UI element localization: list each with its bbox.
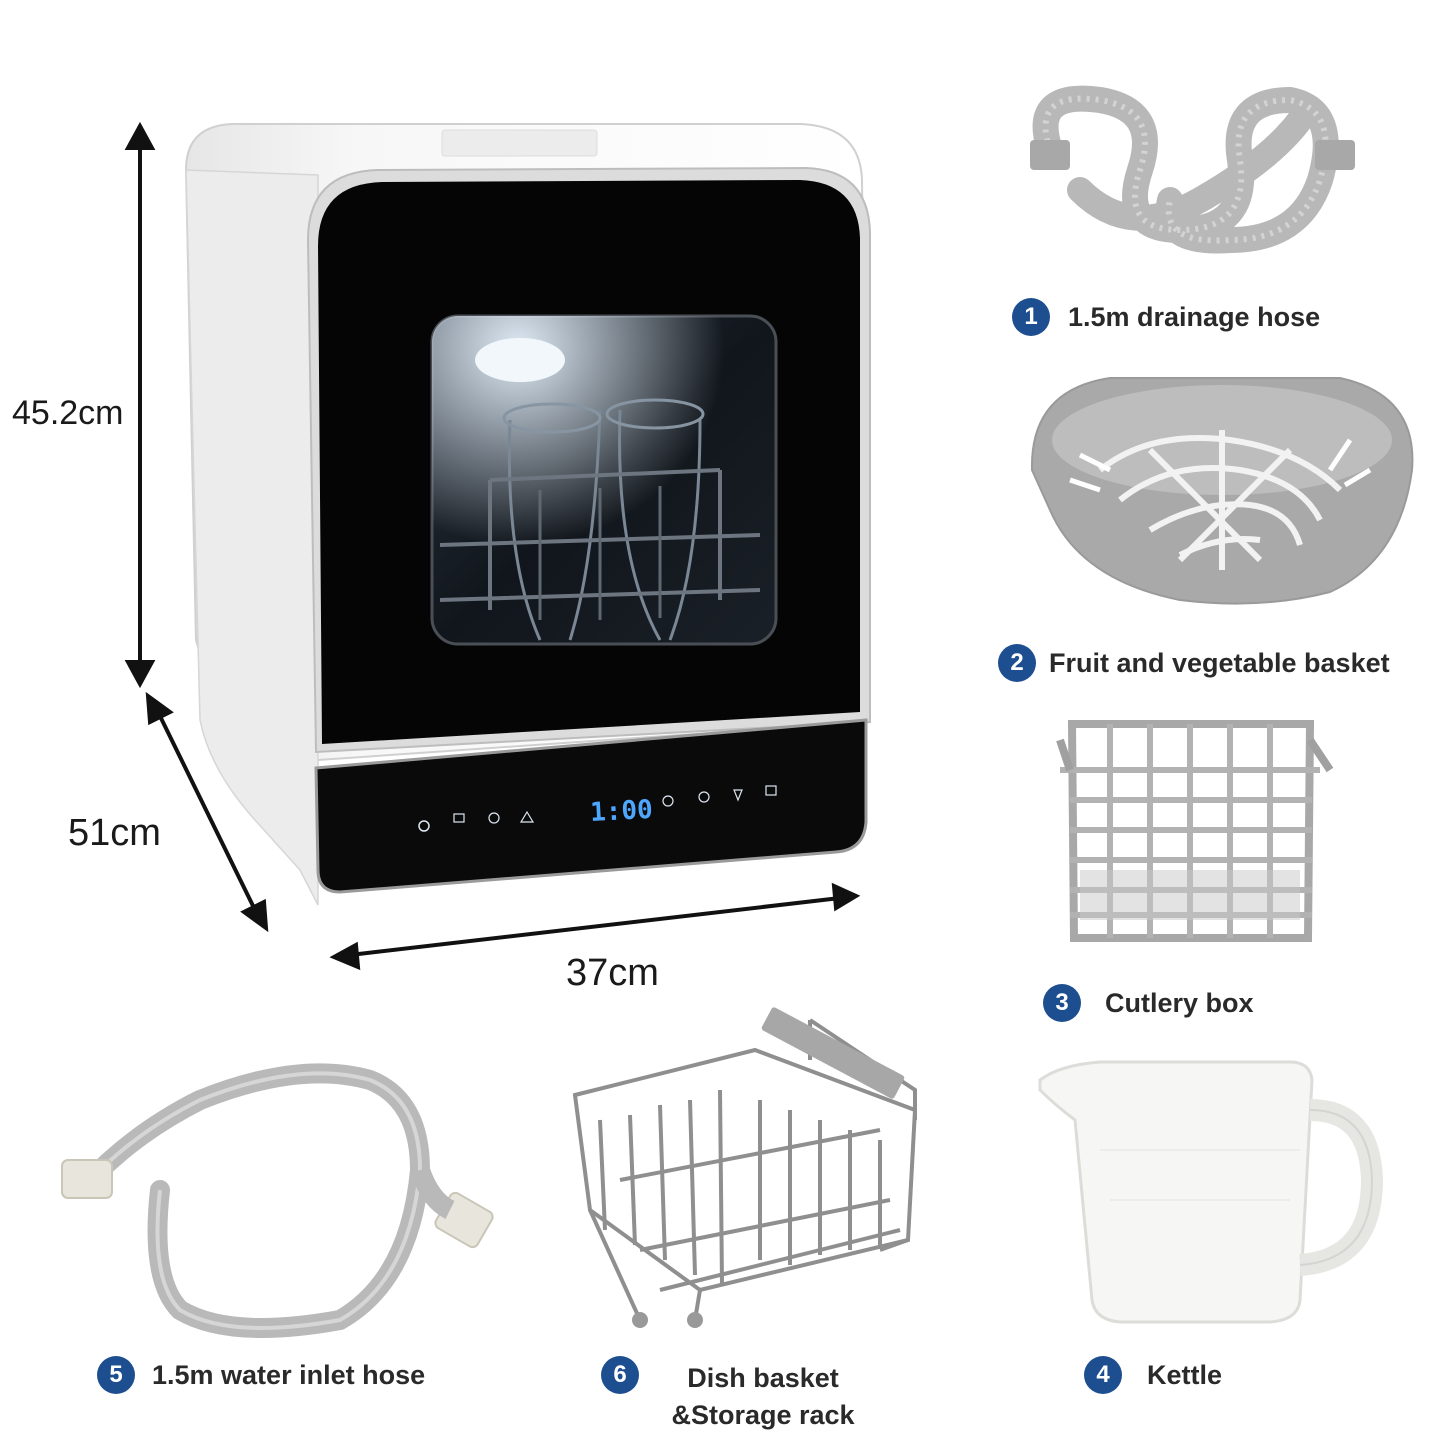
depth-dimension: 51cm xyxy=(68,812,161,854)
eco-button-icon xyxy=(488,812,500,824)
label-drainage-hose: 1.5m drainage hose xyxy=(1068,302,1321,332)
badge-2: 2 xyxy=(998,644,1036,682)
label-water-inlet-hose: 1.5m water inlet hose xyxy=(152,1360,426,1390)
selfclean-button-icon xyxy=(765,785,777,796)
badge-4: 4 xyxy=(1084,1356,1122,1394)
strong-button-icon xyxy=(519,810,535,823)
badge-6: 6 xyxy=(601,1356,639,1394)
quick-button-icon xyxy=(662,795,674,807)
label-kettle: Kettle xyxy=(1147,1360,1223,1390)
badge-3: 3 xyxy=(1043,984,1081,1022)
glass-button-icon xyxy=(733,789,743,802)
fruit-button-icon xyxy=(698,791,710,803)
normal-button-icon xyxy=(453,813,465,823)
label-dish-basket-line1: Dish basket xyxy=(687,1363,839,1393)
label-fruit-basket: Fruit and vegetable basket xyxy=(1049,648,1390,678)
label-cutlery-box: Cutlery box xyxy=(1105,988,1254,1018)
badge-1: 1 xyxy=(1012,298,1050,336)
panel-display: 1:00 xyxy=(589,795,653,828)
height-dimension: 45.2cm xyxy=(12,394,124,432)
label-dish-basket: Dish basket &Storage rack xyxy=(648,1360,878,1434)
width-dimension: 37cm xyxy=(566,952,659,994)
label-dish-basket-line2: &Storage rack xyxy=(671,1400,855,1430)
badge-5: 5 xyxy=(97,1356,135,1394)
power-button-icon xyxy=(418,820,430,832)
